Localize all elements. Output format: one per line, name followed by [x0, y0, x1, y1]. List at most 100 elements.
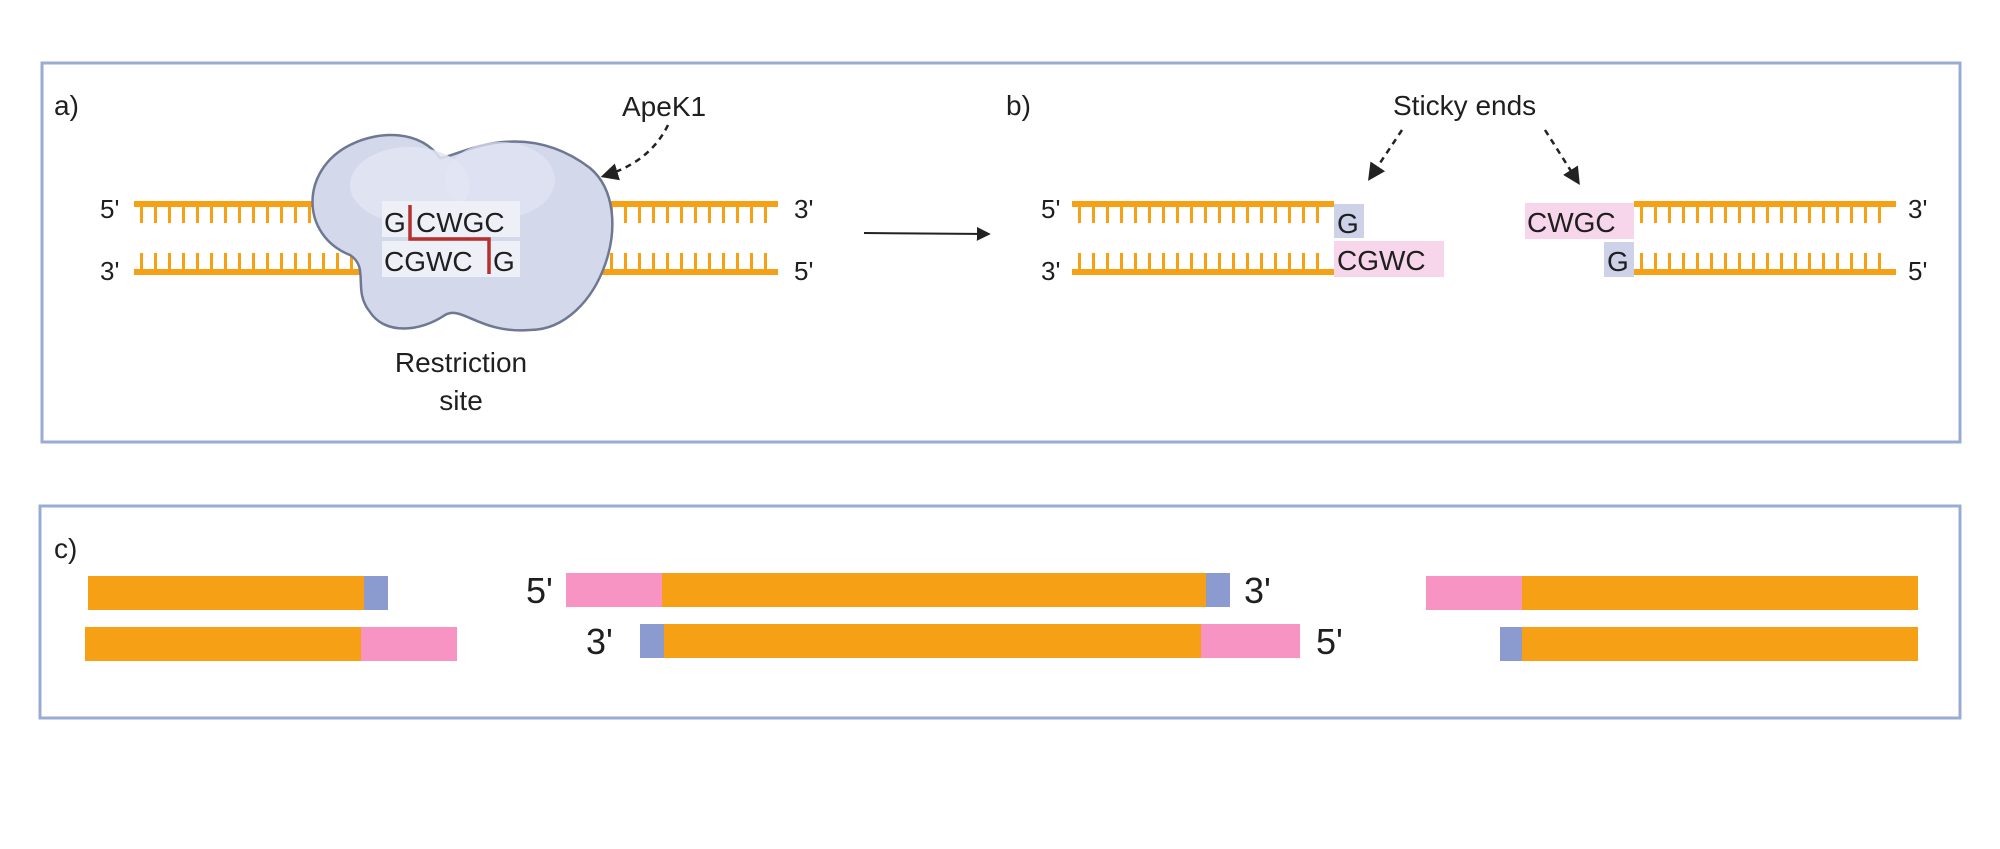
- dna-rung: [1836, 207, 1839, 223]
- dna-rung: [1302, 253, 1305, 269]
- panel-b-right-fragment: [1634, 201, 1896, 275]
- right-top-overhang-highlight: [1525, 203, 1634, 239]
- panel-c-middle-fragment: [566, 573, 1300, 658]
- dna-rung: [624, 253, 627, 269]
- dna-rung: [1752, 253, 1755, 269]
- dna-rung: [1822, 207, 1825, 223]
- dna-rung: [1710, 253, 1713, 269]
- dna-rung: [680, 253, 683, 269]
- dna-rung: [238, 253, 241, 269]
- dna-rung: [694, 207, 697, 223]
- dna-rung: [1148, 207, 1151, 223]
- left-bottom-overhang: CGWC: [1337, 245, 1426, 276]
- dna-rung: [1654, 207, 1657, 223]
- dna-rung: [210, 207, 213, 223]
- sticky-arrow-right: [1543, 129, 1580, 185]
- dna-rung: [1864, 207, 1867, 223]
- dna-rung: [1668, 207, 1671, 223]
- dna-rung: [750, 253, 753, 269]
- dna-rung: [1232, 207, 1235, 223]
- dna-rung: [1176, 253, 1179, 269]
- cut-line: [408, 205, 491, 274]
- panel-b-left-bottom-end: 3': [1041, 256, 1060, 286]
- dna-rung: [736, 253, 739, 269]
- dna-rung: [1302, 207, 1305, 223]
- right-bottom-overhang-highlight: [1604, 242, 1634, 277]
- sticky-arrow-left: [1368, 129, 1404, 181]
- dna-rung: [1780, 207, 1783, 223]
- panel-c-right-fragment: [1426, 576, 1918, 661]
- dna-rung: [1738, 253, 1741, 269]
- right-top-overhang: CWGC: [1527, 207, 1616, 238]
- panel-ab-frame: [40, 61, 1962, 444]
- left-bottom-overhang-highlight: [1334, 241, 1444, 277]
- dna-rung: [1850, 207, 1853, 223]
- restriction-site-label-line2: site: [439, 385, 483, 416]
- dna-rung: [1752, 207, 1755, 223]
- dna-rung: [140, 253, 143, 269]
- panel-a-bottom-right-end: 5': [794, 256, 813, 286]
- dna-rung: [210, 253, 213, 269]
- dna-rung: [1682, 207, 1685, 223]
- dna-rung: [168, 207, 171, 223]
- panel-a-label: a): [54, 90, 79, 121]
- dna-rung: [154, 253, 157, 269]
- dna-rung: [1078, 253, 1081, 269]
- dna-rung: [1134, 207, 1137, 223]
- dna-rung: [1232, 253, 1235, 269]
- dna-rung: [610, 253, 613, 269]
- dna-rung: [1190, 207, 1193, 223]
- dna-rung: [1092, 253, 1095, 269]
- dna-rung: [722, 207, 725, 223]
- site-top-right-seq: CWGC: [416, 207, 505, 238]
- dna-rung: [280, 207, 283, 223]
- dna-rung: [1190, 253, 1193, 269]
- dna-rung: [1274, 253, 1277, 269]
- dna-rung: [168, 253, 171, 269]
- dna-rung: [1682, 253, 1685, 269]
- dna-rung: [666, 207, 669, 223]
- dna-rung: [280, 253, 283, 269]
- dna-rung: [1724, 207, 1727, 223]
- dna-rung: [1246, 253, 1249, 269]
- left-top-overhang: G: [1337, 208, 1359, 239]
- dna-rung: [1696, 253, 1699, 269]
- dna-rung: [336, 253, 339, 269]
- dna-rung: [1176, 207, 1179, 223]
- panel-a-top-right-end: 3': [794, 194, 813, 224]
- site-top-left-seq: G: [384, 207, 406, 238]
- dna-rung: [1696, 207, 1699, 223]
- dna-rung: [308, 207, 311, 223]
- dna-rung: [1162, 207, 1165, 223]
- enzyme-label: ApeK1: [622, 91, 706, 122]
- dna-rung: [1246, 207, 1249, 223]
- dna-rung: [294, 207, 297, 223]
- dna-rung: [1260, 253, 1263, 269]
- dna-rung: [1794, 253, 1797, 269]
- dna-rung: [266, 253, 269, 269]
- dna-rung: [652, 253, 655, 269]
- dna-rung: [638, 253, 641, 269]
- panel-c-middle-bottom-left-end: 3': [586, 621, 613, 662]
- dna-rung: [308, 253, 311, 269]
- dna-rung: [350, 253, 353, 269]
- dna-rung: [224, 253, 227, 269]
- dna-rung: [294, 253, 297, 269]
- dna-rung: [736, 207, 739, 223]
- dna-rung: [1738, 207, 1741, 223]
- dna-rung: [1120, 207, 1123, 223]
- dna-rung: [1668, 253, 1671, 269]
- dna-rung: [1288, 253, 1291, 269]
- dna-rung: [1808, 207, 1811, 223]
- dna-rung: [680, 207, 683, 223]
- dna-rung: [1204, 207, 1207, 223]
- dna-rung: [196, 207, 199, 223]
- dna-rung: [1148, 253, 1151, 269]
- dna-rung: [1640, 253, 1643, 269]
- restriction-site-label-line1: Restriction: [395, 347, 527, 378]
- site-highlight-top: [382, 201, 520, 237]
- dna-rung: [708, 207, 711, 223]
- dna-rung: [1274, 207, 1277, 223]
- dna-rung: [1864, 253, 1867, 269]
